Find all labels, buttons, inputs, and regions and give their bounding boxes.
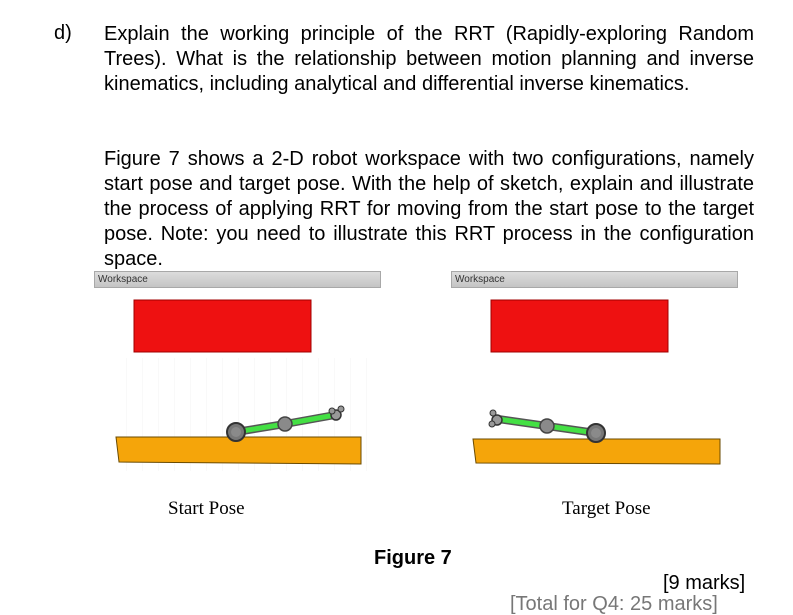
figure-title: Figure 7 — [374, 547, 452, 569]
robot-arm-target — [488, 409, 606, 443]
workspace-titlebar: Workspace — [94, 271, 381, 288]
cutoff-text: [Total for Q4: 25 marks] — [510, 593, 718, 615]
workspace-panel-start: Workspace — [94, 271, 381, 471]
workspace-canvas-start — [114, 299, 376, 471]
elbow-joint — [277, 416, 293, 432]
obstacle-block — [490, 299, 669, 353]
workspace-panel-target: Workspace — [451, 271, 738, 471]
elbow-joint — [539, 418, 555, 434]
question-paragraph-2: Figure 7 shows a 2-D robot workspace wit… — [104, 148, 754, 270]
caption-start-pose: Start Pose — [168, 498, 245, 519]
question-paragraph-1: Explain the working principle of the RRT… — [104, 23, 754, 95]
obstacle-block — [133, 299, 312, 353]
workspace-canvas-target — [472, 299, 721, 465]
question-label: d) — [54, 22, 72, 44]
marks-label: [9 marks] — [663, 572, 746, 594]
robot-arm-start — [226, 405, 345, 442]
caption-target-pose: Target Pose — [562, 498, 651, 519]
ground-platform — [115, 436, 362, 465]
workspace-titlebar: Workspace — [451, 271, 738, 288]
ground-platform — [472, 438, 721, 465]
